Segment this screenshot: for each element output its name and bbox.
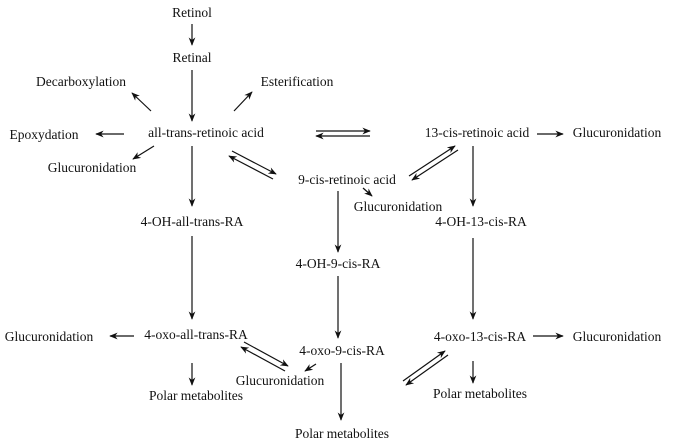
node-polar-metabolites-13cis: Polar metabolites [433,386,527,401]
node-glucuronidation-13cis: Glucuronidation [573,125,662,140]
node-epoxydation: Epoxydation [10,127,79,142]
node-4-oxo-all-trans-ra: 4-oxo-all-trans-RA [144,327,248,342]
node-4-oxo-13-cis-ra: 4-oxo-13-cis-RA [434,329,526,344]
equilibrium-13cis-9cis [408,145,459,181]
node-9-cis-retinoic-acid: 9-cis-retinoic acid [298,172,396,187]
arrow-9cis-to-glucuronidation [362,187,373,197]
node-glucuronidation-9cis: Glucuronidation [354,199,443,214]
arrow-atra-to-esterification [233,91,253,112]
node-retinal: Retinal [173,50,212,65]
arrow-atra-to-decarboxylation [131,92,152,112]
node-13-cis-retinoic-acid: 13-cis-retinoic acid [425,125,530,140]
node-4-oh-13-cis-ra: 4-OH-13-cis-RA [435,214,527,229]
equilibrium-4-oxo-atra-4-oxo-9cis [240,341,289,372]
node-polar-metabolites-atra: Polar metabolites [149,388,243,403]
node-esterification: Esterification [261,74,334,89]
node-retinol: Retinol [172,5,212,20]
arrow-atra-to-glucuronidation [132,145,155,160]
node-glucuronidation-oxo-9cis: Glucuronidation [236,373,325,388]
node-4-oh-9-cis-ra: 4-OH-9-cis-RA [296,256,381,271]
node-glucuronidation-oxo-13cis: Glucuronidation [573,329,662,344]
equilibrium-4-oxo-13cis-4-oxo-9cis [402,350,449,386]
node-4-oxo-9-cis-ra: 4-oxo-9-cis-RA [299,343,385,358]
node-polar-metabolites-9cis: Polar metabolites [295,426,389,441]
node-decarboxylation: Decarboxylation [36,74,126,89]
equilibrium-atra-13cis [315,127,371,140]
arrow-4-oxo-9cis-to-glucuronidation [304,363,317,372]
node-glucuronidation-atra: Glucuronidation [48,160,137,175]
node-all-trans-retinoic-acid: all-trans-retinoic acid [148,125,264,140]
node-glucuronidation-oxo-atra: Glucuronidation [5,329,94,344]
equilibrium-atra-9cis [228,150,277,180]
node-4-oh-all-trans-ra: 4-OH-all-trans-RA [141,214,244,229]
